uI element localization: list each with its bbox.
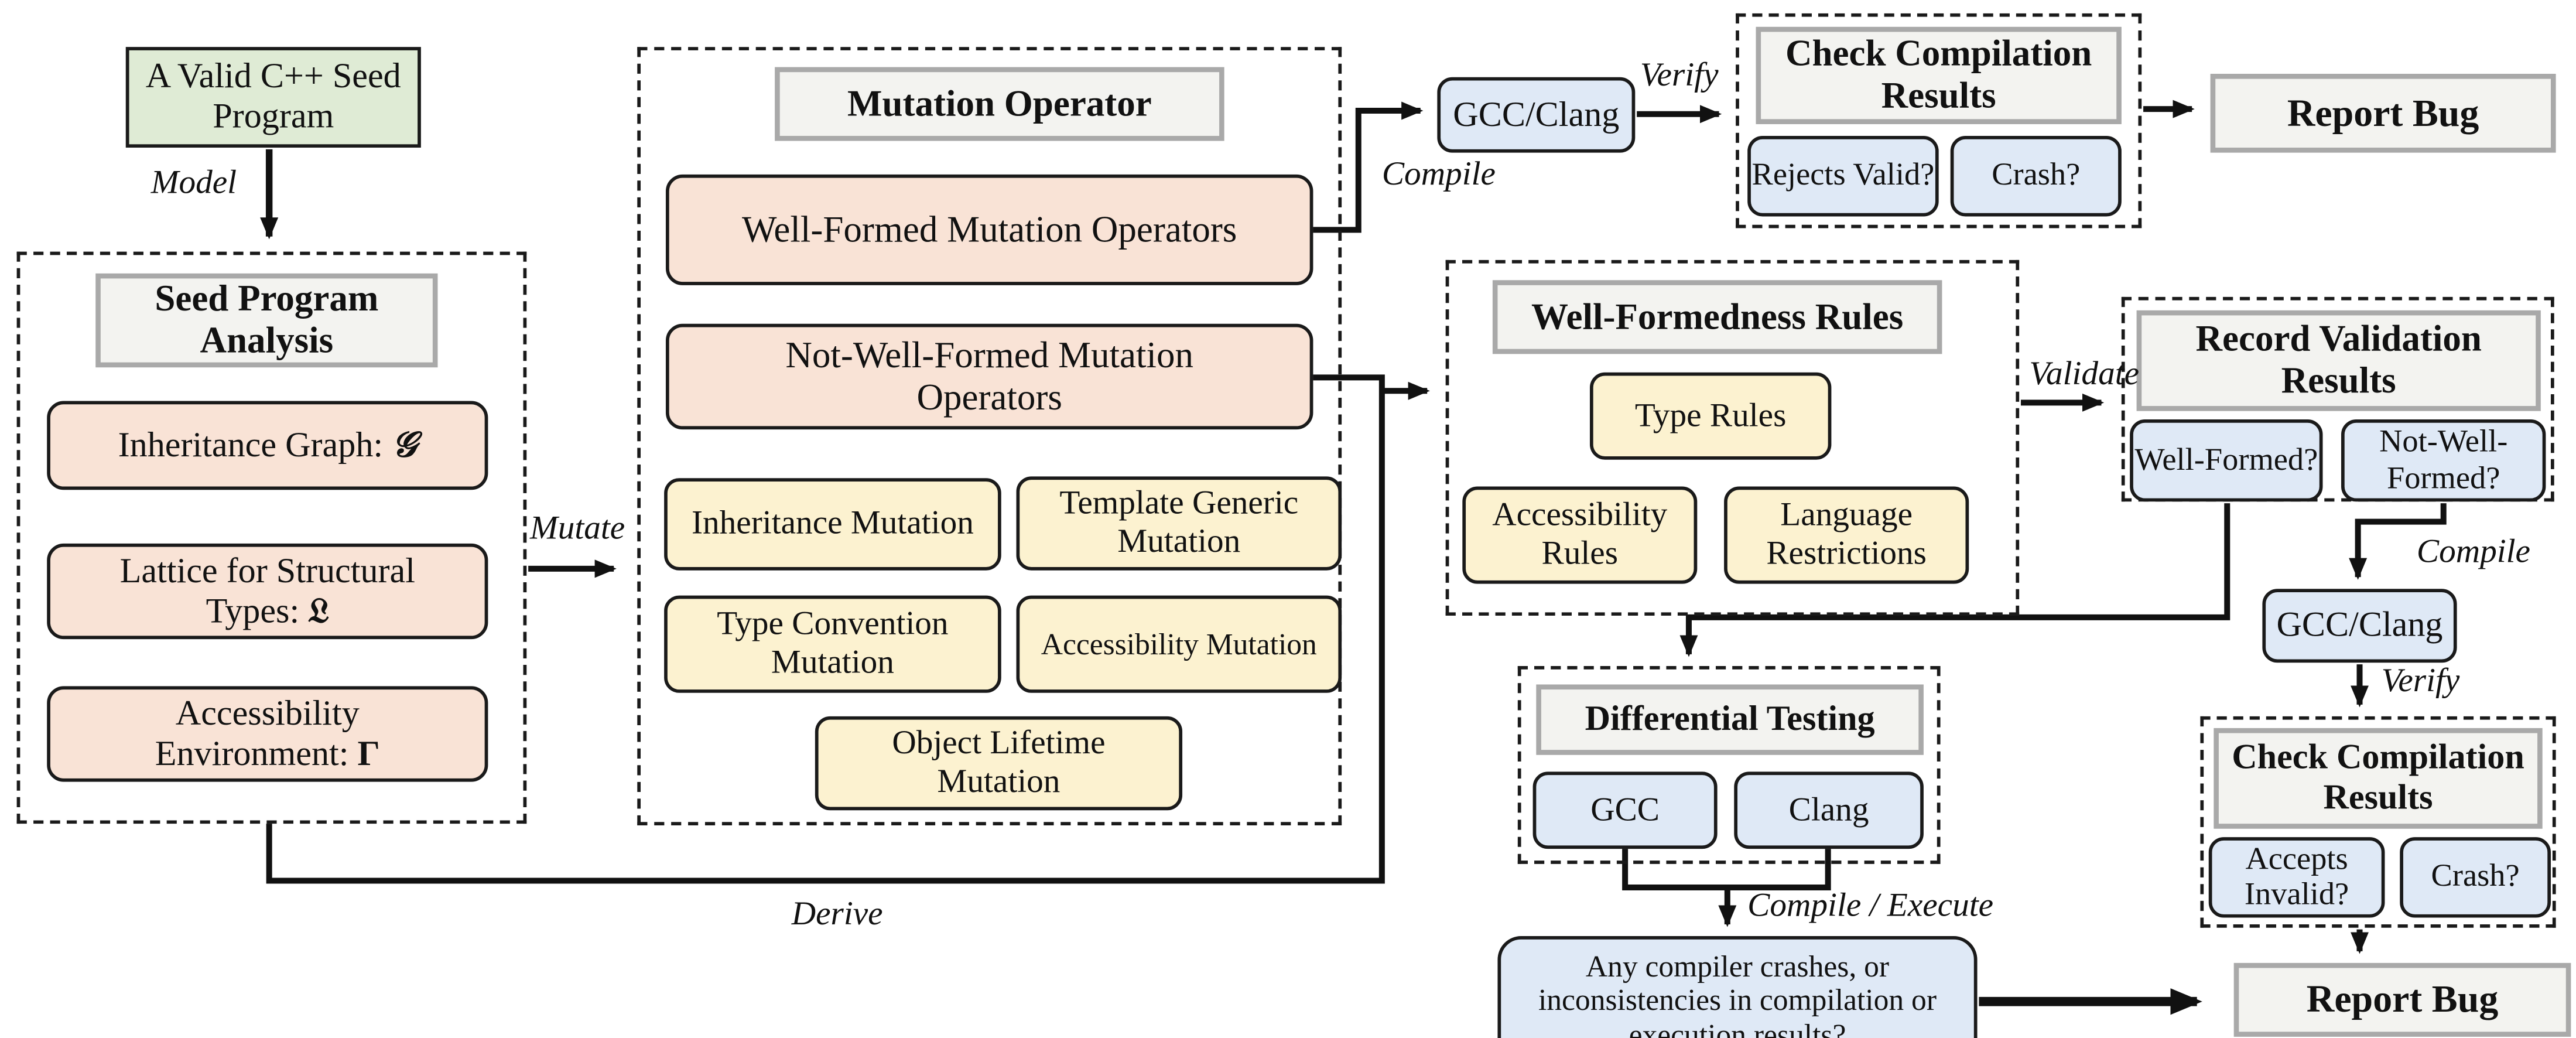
node-well-formed-question: Well-Formed?	[2130, 419, 2323, 502]
node-inheritance-graph: Inheritance Graph: 𝒢	[47, 401, 488, 490]
node-lattice-structural-types: Lattice for Structural Types: 𝔏	[47, 543, 488, 640]
node-gcc: GCC	[1532, 771, 1718, 849]
node-label: Object Lifetime Mutation	[892, 725, 1106, 801]
header-well-formedness-rules: Well-Formedness Rules	[1492, 280, 1942, 354]
node-label: Report Bug	[2306, 978, 2499, 1020]
node-gcc-clang-right: GCC/Clang	[2262, 589, 2457, 663]
node-language-restrictions: Language Restrictions	[1724, 486, 1969, 584]
node-label: Accessibility Rules	[1492, 497, 1668, 572]
node-label: Template Generic Mutation	[1059, 485, 1299, 561]
header-record-validation-results: Record Validation Results	[2136, 310, 2541, 411]
group-mutation-operator	[637, 47, 1342, 826]
node-accessibility-environment: Accessibility Environment: Γ	[47, 686, 488, 782]
edge-label-compile-right: Compile	[2416, 533, 2530, 571]
node-object-lifetime-mutation: Object Lifetime Mutation	[815, 716, 1183, 811]
node-accessibility-mutation: Accessibility Mutation	[1016, 595, 1342, 693]
node-label: Accessibility Environment: Γ	[155, 692, 380, 773]
node-label: Language Restrictions	[1766, 497, 1927, 572]
node-label: Inheritance Mutation	[691, 505, 974, 542]
node-type-convention-mutation: Type Convention Mutation	[664, 595, 1001, 693]
node-label: Well-Formed?	[2134, 442, 2318, 478]
node-label: Report Bug	[2287, 91, 2479, 134]
header-check-compilation-results-bottom: Check Compilation Results	[2214, 728, 2543, 829]
node-label: GCC	[1590, 791, 1660, 828]
edge-label-mutate: Mutate	[529, 510, 625, 547]
header-label: Record Validation Results	[2195, 317, 2482, 401]
node-label: Inheritance Graph: 𝒢	[118, 424, 417, 465]
node-label: Accepts Invalid?	[2244, 841, 2349, 913]
node-label: Any compiler crashes, or inconsistencies…	[1538, 949, 1937, 1038]
node-label: Not-Well-Formed Mutation Operators	[785, 333, 1194, 417]
header-differential-testing: Differential Testing	[1536, 684, 1924, 755]
edge-label-verify-top: Verify	[1640, 57, 1719, 94]
group-differential-testing	[1517, 665, 1941, 864]
node-label: Type Convention Mutation	[717, 606, 949, 681]
group-check-compilation-results-top	[1736, 13, 2142, 228]
node-label: Accessibility Mutation	[1041, 627, 1317, 661]
header-mutation-operator: Mutation Operator	[775, 67, 1224, 141]
node-label: Not-Well-Formed?	[2379, 424, 2508, 496]
node-inheritance-mutation: Inheritance Mutation	[664, 478, 1001, 571]
node-gcc-clang-top: GCC/Clang	[1437, 77, 1636, 153]
header-seed-program-analysis: Seed Program Analysis	[95, 273, 438, 368]
node-valid-cpp-seed-program: A Valid C++ Seed Program	[125, 47, 421, 148]
node-label: A Valid C++ Seed Program	[145, 56, 401, 136]
node-label: GCC/Clang	[1453, 93, 1620, 134]
edge-label-derive: Derive	[791, 896, 883, 933]
node-label: Rejects Valid?	[1751, 158, 1935, 194]
edge-label-compile-execute: Compile / Execute	[1747, 887, 1994, 925]
header-check-compilation-results-top: Check Compilation Results	[1756, 26, 2122, 124]
node-accepts-invalid: Accepts Invalid?	[2208, 837, 2385, 918]
edge-label-validate: Validate	[2029, 356, 2140, 393]
node-template-generic-mutation: Template Generic Mutation	[1016, 476, 1342, 571]
header-label: Check Compilation Results	[1785, 32, 2092, 116]
gamma-symbol: Γ	[357, 732, 380, 773]
header-label: Seed Program Analysis	[155, 276, 379, 361]
group-check-compilation-results-bottom	[2200, 716, 2556, 928]
node-rejects-valid: Rejects Valid?	[1747, 135, 1939, 217]
node-type-rules: Type Rules	[1589, 372, 1832, 460]
node-label: Lattice for Structural Types: 𝔏	[119, 549, 415, 630]
script-g-symbol: 𝒢	[392, 424, 417, 465]
node-not-well-formed-question: Not-Well-Formed?	[2341, 419, 2546, 502]
group-well-formedness-rules	[1445, 260, 2020, 616]
node-clang: Clang	[1734, 771, 1924, 849]
header-label: Check Compilation Results	[2232, 737, 2524, 817]
group-record-validation-results	[2121, 296, 2554, 502]
node-label: GCC/Clang	[2276, 604, 2443, 645]
node-crash-bottom: Crash?	[2400, 837, 2551, 918]
node-label: Clang	[1788, 791, 1869, 828]
header-label: Differential Testing	[1585, 698, 1875, 739]
edge-label-verify-right: Verify	[2381, 663, 2460, 700]
edge-label-model: Model	[150, 164, 237, 202]
node-report-bug-bottom: Report Bug	[2233, 962, 2571, 1037]
node-label: Crash?	[1992, 158, 2081, 194]
node-label: Type Rules	[1634, 397, 1787, 434]
node-crash-top: Crash?	[1950, 135, 2122, 217]
header-label: Mutation Operator	[847, 81, 1152, 124]
node-label: Well-Formed Mutation Operators	[742, 207, 1237, 250]
node-not-well-formed-mutation-operators: Not-Well-Formed Mutation Operators	[665, 323, 1313, 430]
group-seed-program-analysis	[16, 251, 527, 824]
node-well-formed-mutation-operators: Well-Formed Mutation Operators	[665, 174, 1313, 285]
fraktur-l-symbol: 𝔏	[308, 589, 329, 630]
node-accessibility-rules: Accessibility Rules	[1462, 486, 1698, 584]
node-inconsistency-question: Any compiler crashes, or inconsistencies…	[1497, 936, 1978, 1038]
node-label: Crash?	[2431, 859, 2520, 895]
node-report-bug-top: Report Bug	[2210, 74, 2556, 153]
edge-label-compile-top: Compile	[1381, 156, 1496, 193]
header-label: Well-Formedness Rules	[1531, 294, 1904, 337]
